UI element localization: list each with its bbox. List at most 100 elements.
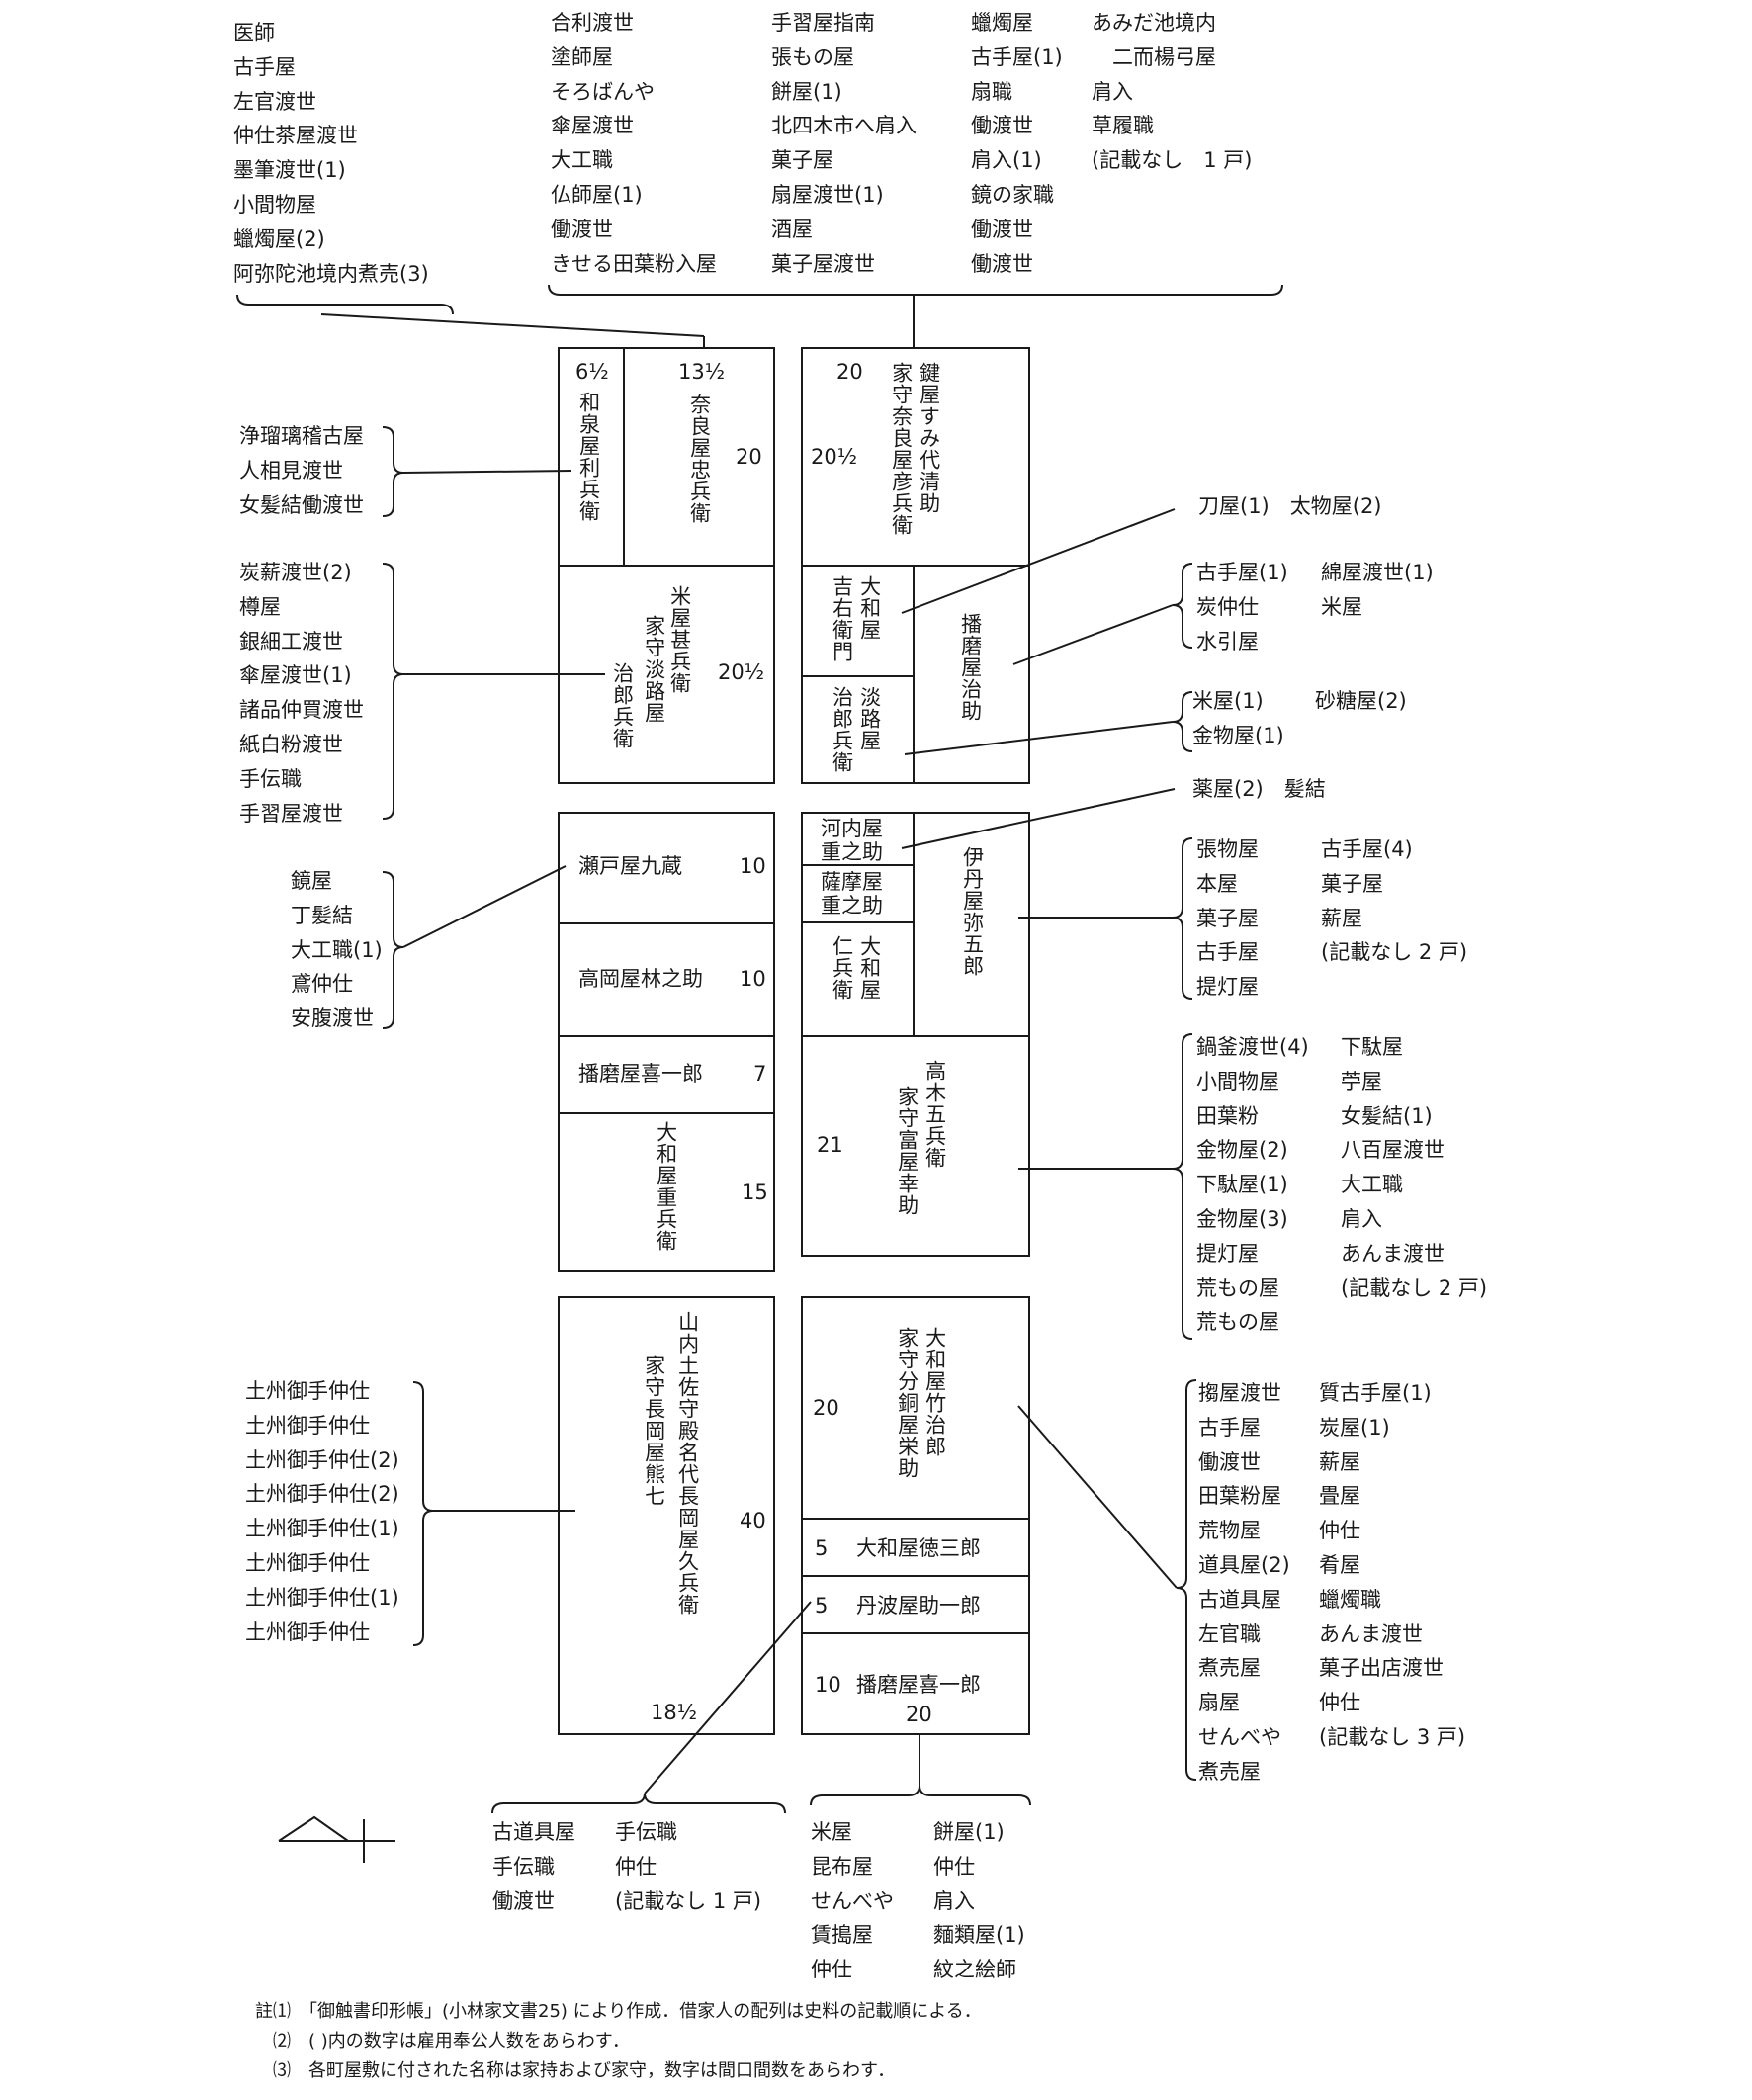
list-item: 田葉粉屋 [1198, 1484, 1281, 1509]
block-right-3 [801, 1296, 1030, 1735]
list-item: 女髪結(1) [1341, 1103, 1433, 1128]
list-item: 扇屋 [1198, 1691, 1240, 1715]
list-item: 水引屋 [1196, 629, 1259, 654]
list-item: 左官職 [1198, 1621, 1261, 1646]
list-item: (記載なし 2 戸) [1321, 940, 1468, 965]
list-item: 阿弥陀池境内煮売(3) [233, 261, 429, 286]
tenant-list-bottom-b2: 餅屋(1) 仲仕 肩入 麵類屋(1) 紋之絵師 [933, 1815, 1025, 1987]
lot-owner-name: 大和屋 [857, 575, 882, 641]
tenant-list-bottom-b1: 米屋 昆布屋 せんべや 賃搗屋 仲仕 [811, 1815, 894, 1987]
list-item: 古手屋(1) [1196, 561, 1288, 584]
list-item: 仲仕 [811, 1958, 852, 1982]
lot-frontage: 20 [836, 360, 863, 384]
list-item: 古道具屋 [492, 1820, 575, 1844]
lot-owner-name: 播磨屋喜一郎 [856, 1673, 981, 1697]
list-item: 土州御手仲仕(1) [245, 1517, 399, 1541]
lot-frontage: 7 [753, 1062, 767, 1086]
lot-caretaker: 家守富屋幸助 [895, 1086, 920, 1216]
list-item: 肩入 [1341, 1206, 1382, 1231]
leader-line [904, 721, 1174, 755]
list-item: 土州御手仲仕 [245, 1550, 370, 1575]
lot-owner-name: 河内屋 [821, 817, 883, 840]
list-item: 二而楊弓屋 [1092, 44, 1216, 69]
list-item: 古道具屋 [1198, 1587, 1281, 1612]
list-item: 蠟燭屋 [971, 11, 1033, 35]
brace-left-b [382, 563, 404, 820]
lot-owner-name: 仁兵衛 [830, 935, 854, 1001]
list-item: 働渡世 [971, 217, 1033, 241]
list-item: 草履職 [1092, 114, 1154, 138]
lot-owner-name: 高岡屋林之助 [578, 967, 703, 991]
list-item: 手伝職 [239, 766, 302, 791]
list-item: 荒もの屋 [1196, 1275, 1279, 1300]
north-arrow-icon [278, 1815, 395, 1863]
list-item: 餅屋(1) [933, 1820, 1005, 1844]
lot-owner-name: 吉右衛門 [830, 575, 854, 662]
list-item: 墨筆渡世(1) [233, 158, 346, 183]
list-item: 金物屋(2) [1196, 1138, 1288, 1163]
lot-owner-name: 播磨屋喜一郎 [578, 1062, 703, 1086]
brace-right-3 [1172, 691, 1193, 752]
list-item: あんま渡世 [1319, 1621, 1423, 1646]
list-item: 浄瑠璃稽古屋 [239, 424, 364, 448]
leader-line [1012, 604, 1174, 665]
list-item: 下駄屋 [1341, 1035, 1403, 1059]
tenant-list-right-7b: 質古手屋(1) 炭屋(1) 薪屋 畳屋 仲仕 肴屋 蠟燭職 あんま渡世 菓子出店… [1319, 1376, 1465, 1755]
lot-owner-name: 大和屋 [857, 935, 882, 1001]
leader-line [402, 865, 567, 948]
list-item: あんま渡世 [1341, 1241, 1445, 1266]
list-item: (記載なし 1 戸) [615, 1888, 762, 1913]
tenant-list-left-b: 炭薪渡世(2) 樽屋 銀細工渡世 傘屋渡世(1) 諸品仲買渡世 紙白粉渡世 手伝… [239, 556, 364, 831]
brace-left-d [412, 1381, 434, 1646]
lot-frontage: 20 [813, 1396, 839, 1420]
lot-frontage: 13½ [678, 360, 726, 384]
block-left-2 [558, 812, 775, 1272]
list-item: 働渡世 [492, 1888, 555, 1913]
list-item: 質古手屋(1) [1319, 1381, 1432, 1405]
leader-line [644, 1601, 812, 1794]
list-item: 諸品仲買渡世 [239, 698, 364, 723]
list-item: 古手屋(1) [971, 44, 1063, 69]
list-item: 肩入 [933, 1888, 975, 1913]
list-item: 八百屋渡世 [1341, 1138, 1445, 1163]
lot-owner-name: 丹波屋助一郎 [856, 1594, 981, 1618]
list-item: 菓子屋 [1196, 906, 1259, 930]
list-item: 煮売屋 [1198, 1656, 1261, 1681]
list-item: 薪屋 [1319, 1449, 1360, 1474]
lot-owner-name: 重之助 [821, 894, 883, 918]
list-item: 菓子屋渡世 [771, 251, 875, 276]
lot-owner-name: 薩摩屋 [821, 870, 883, 894]
brace-top-left [236, 294, 454, 315]
lot-caretaker: 家守奈良屋彦兵衛 [889, 362, 914, 536]
list-item: せんべや [811, 1888, 894, 1913]
tenant-list-right-2a: 古手屋(1) 炭仲仕 水引屋 [1196, 556, 1288, 658]
list-item: (記載なし 3 戸) [1319, 1724, 1466, 1749]
list-item: 医師 [233, 21, 275, 44]
list-item: 餅屋(1) [771, 79, 842, 104]
list-item: 女髪結働渡世 [239, 492, 364, 517]
tenant-list-right-5a: 張物屋 本屋 菓子屋 古手屋 提灯屋 [1196, 832, 1259, 1005]
tenant-list-right-2b: 綿屋渡世(1) 米屋 [1321, 556, 1434, 625]
list-item: 提灯屋 [1196, 975, 1259, 1000]
list-item: 田葉粉 [1196, 1103, 1259, 1128]
lot-caretaker: 家守淡路屋 [642, 615, 666, 724]
footnote: ⑶ 各町屋敷に付された名称は家持および家守，数字は間口間数をあらわす． [255, 2060, 896, 2081]
list-item: 土州御手仲仕(1) [245, 1585, 399, 1610]
list-item: 塗師屋 [551, 44, 613, 69]
lot-frontage: 20 [906, 1703, 932, 1726]
list-item: 仲仕 [1319, 1691, 1360, 1715]
list-item: 米屋(1) [1192, 689, 1264, 713]
list-item: 張もの屋 [771, 44, 854, 69]
lot-frontage: 20½ [718, 660, 765, 684]
lot-owner-name: 米屋甚兵衛 [667, 585, 692, 694]
list-item: 米屋 [1321, 594, 1362, 619]
lot-owner-name: 大和屋竹治郎 [922, 1327, 947, 1457]
tenant-list-right-7a: 搊屋渡世 古手屋 働渡世 田葉粉屋 荒物屋 道具屋(2) 古道具屋 左官職 煮売… [1198, 1376, 1290, 1790]
lot-owner-name: 伊丹屋弥五郎 [960, 846, 985, 977]
list-item: 合利渡世 [551, 11, 634, 35]
tenant-list-right-6b: 下駄屋 苧屋 女髪結(1) 八百屋渡世 大工職 肩入 あんま渡世 (記載なし 2… [1341, 1030, 1487, 1305]
list-item: 肩入(1) [971, 148, 1042, 173]
list-item: 麵類屋(1) [933, 1923, 1025, 1948]
list-item: 鏡屋 [291, 869, 332, 893]
lot-owner-name: 大和屋徳三郎 [856, 1536, 981, 1560]
